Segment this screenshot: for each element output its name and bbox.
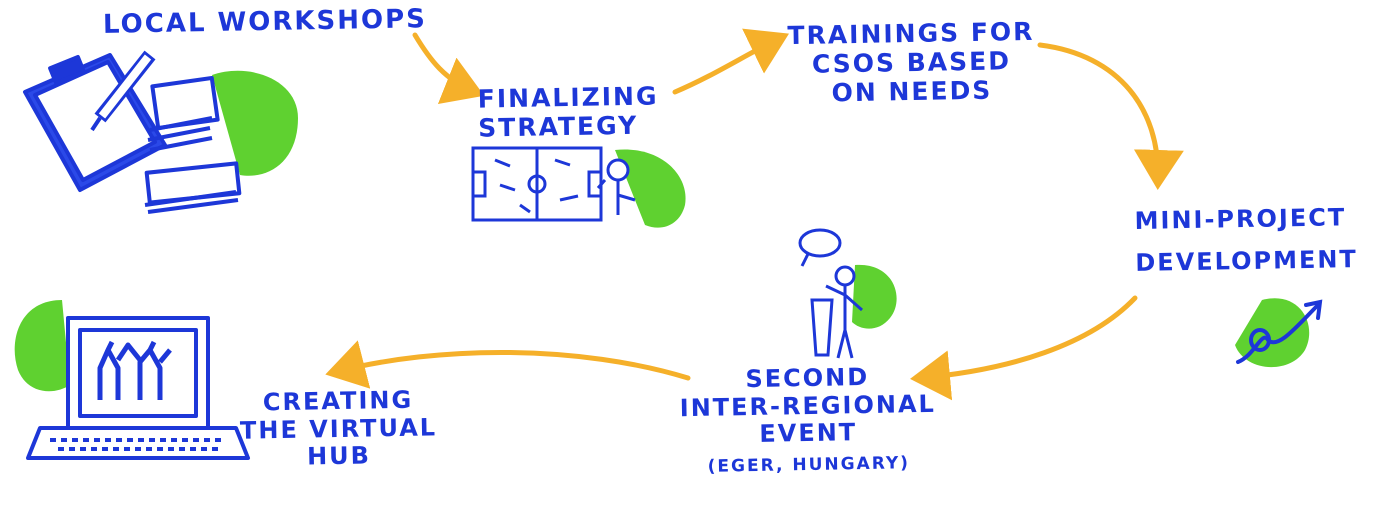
step-finalizing-strategy: FINALIZING STRATEGY xyxy=(477,81,660,143)
step-trainings: TRAININGS FOR CSOs BASED ON NEEDS xyxy=(787,17,1035,109)
step-label-line2: THE VIRTUAL xyxy=(239,412,438,445)
step-label-line1: FINALIZING xyxy=(477,81,659,114)
flow-arrows xyxy=(325,28,1184,401)
step-label-line2: DEVELOPMENT xyxy=(1135,244,1359,277)
step-label-line3: EVENT xyxy=(759,418,858,449)
tactics-board-icon xyxy=(471,146,686,228)
step-second-event: SECOND INTER-REGIONAL EVENT (EGER, HUNGA… xyxy=(679,363,937,478)
laptop-high-five-icon xyxy=(14,300,250,460)
step-label-line2: INTER-REGIONAL xyxy=(679,389,937,422)
step-virtual-hub: CREATING THE VIRTUAL HUB xyxy=(239,386,438,472)
arrow-workshops-to-strategy xyxy=(412,32,485,105)
growth-arrow-icon xyxy=(1235,298,1323,368)
arrow-event-to-hub xyxy=(325,340,691,389)
step-label-line3: HUB xyxy=(306,441,372,471)
step-label-line2: CSOs BASED xyxy=(811,46,1012,79)
arrow-miniproject-to-event xyxy=(910,295,1138,401)
arrow-strategy-to-trainings xyxy=(672,28,789,95)
step-label-line1: CREATING xyxy=(262,385,414,417)
step-label-line3: ON NEEDS xyxy=(831,75,993,107)
step-label: LOCAL WORKSHOPS xyxy=(102,4,428,40)
speaker-podium-icon xyxy=(798,228,897,359)
clipboard-marker-icon xyxy=(23,50,298,214)
step-label-line1: MINI-PROJECT xyxy=(1134,203,1347,235)
step-mini-project: MINI-PROJECT DEVELOPMENT xyxy=(1134,203,1359,277)
arrow-trainings-to-miniproject xyxy=(1037,42,1184,190)
step-local-workshops: LOCAL WORKSHOPS xyxy=(102,4,428,41)
step-label-line2: STRATEGY xyxy=(477,110,639,143)
